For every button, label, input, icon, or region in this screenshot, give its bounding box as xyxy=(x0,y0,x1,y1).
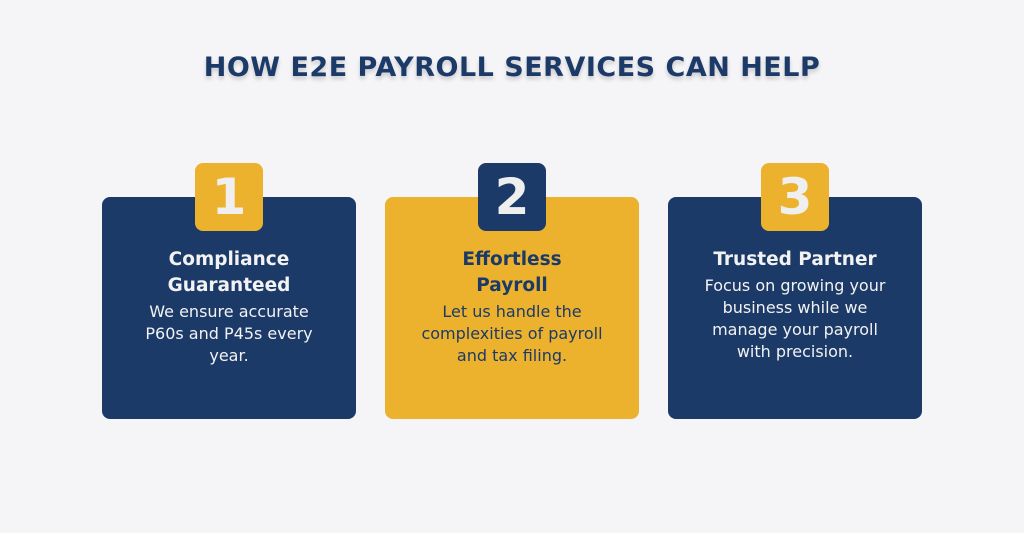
card-title: Effortless Payroll xyxy=(462,249,562,296)
feature-card-compliance: Compliance Guaranteed We ensure accurate… xyxy=(102,197,356,419)
feature-card-partner: Trusted Partner Focus on growing your bu… xyxy=(668,197,922,419)
page-title: HOW E2E PAYROLL SERVICES CAN HELP xyxy=(203,52,821,83)
number-badge-3: 3 xyxy=(761,163,829,231)
number-badge-2: 2 xyxy=(478,163,546,231)
card-description: We ensure accurate P60s and P45s every y… xyxy=(145,302,313,365)
feature-card-payroll: Effortless Payroll Let us handle the com… xyxy=(385,197,639,419)
card-description: Focus on growing your business while we … xyxy=(704,276,886,361)
number-badge-1: 1 xyxy=(195,163,263,231)
card-description: Let us handle the complexities of payrol… xyxy=(421,302,603,365)
card-title: Trusted Partner xyxy=(713,249,877,270)
card-title: Compliance Guaranteed xyxy=(167,249,291,296)
